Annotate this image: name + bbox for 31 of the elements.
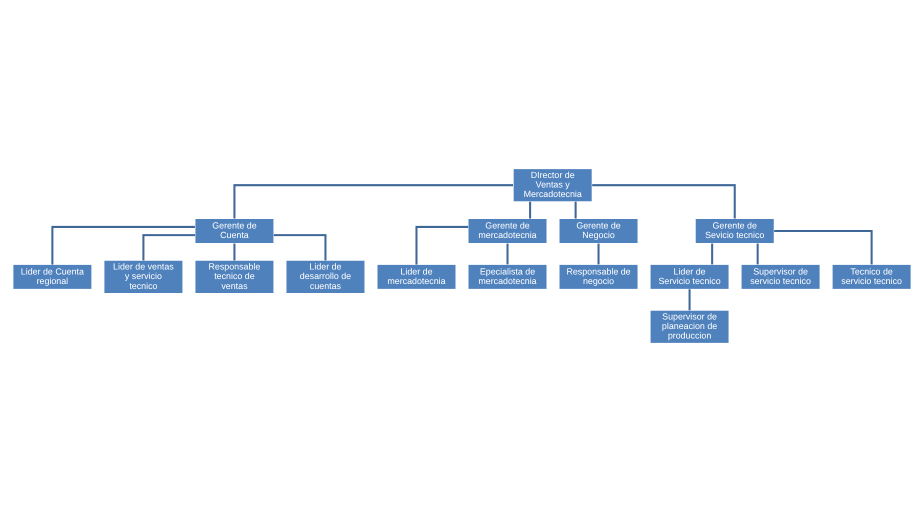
connector — [574, 202, 577, 219]
node-box: DIrector de Ventas y Mercadotecnia — [512, 168, 592, 202]
node-box: Lider de mercadotecnia — [376, 264, 456, 290]
node-box: Lider de ventas y servicio tecnico — [104, 260, 184, 294]
connector — [233, 244, 236, 260]
connector — [415, 226, 468, 265]
connector — [529, 202, 532, 219]
node-box: Gerente de Sevicio tecnico — [695, 218, 774, 244]
node-box: Epecialista de mercadotecnia — [468, 264, 548, 290]
connector — [756, 244, 759, 264]
node-box: Lider de Cuenta regional — [12, 264, 92, 290]
connector — [592, 184, 736, 218]
node-box: Tecnico de servicio tecnico — [832, 264, 912, 290]
connector — [51, 226, 195, 265]
node-box: Responsable de negocio — [558, 264, 638, 290]
node-box: Lider de desarrollo de cuentas — [286, 260, 366, 294]
connector — [274, 234, 326, 260]
node-box: Gerente de mercadotecnia — [468, 218, 548, 244]
node-box: Supervisor de servicio tecnico — [740, 264, 820, 290]
node-box: Gerente de Cuenta — [194, 218, 274, 244]
connector — [688, 289, 691, 310]
connector — [233, 184, 514, 218]
node-box: Responsable tecnico de ventas — [194, 260, 274, 294]
connector — [142, 234, 196, 260]
node-box: Lider de Servicio tecnico — [650, 264, 730, 290]
node-box: Gerente de Negocio — [558, 218, 638, 244]
connector — [506, 244, 509, 264]
node-box: Supervisor de planeacion de produccion — [650, 310, 730, 344]
connector — [774, 230, 873, 264]
connector — [711, 244, 714, 264]
connector — [598, 244, 600, 264]
